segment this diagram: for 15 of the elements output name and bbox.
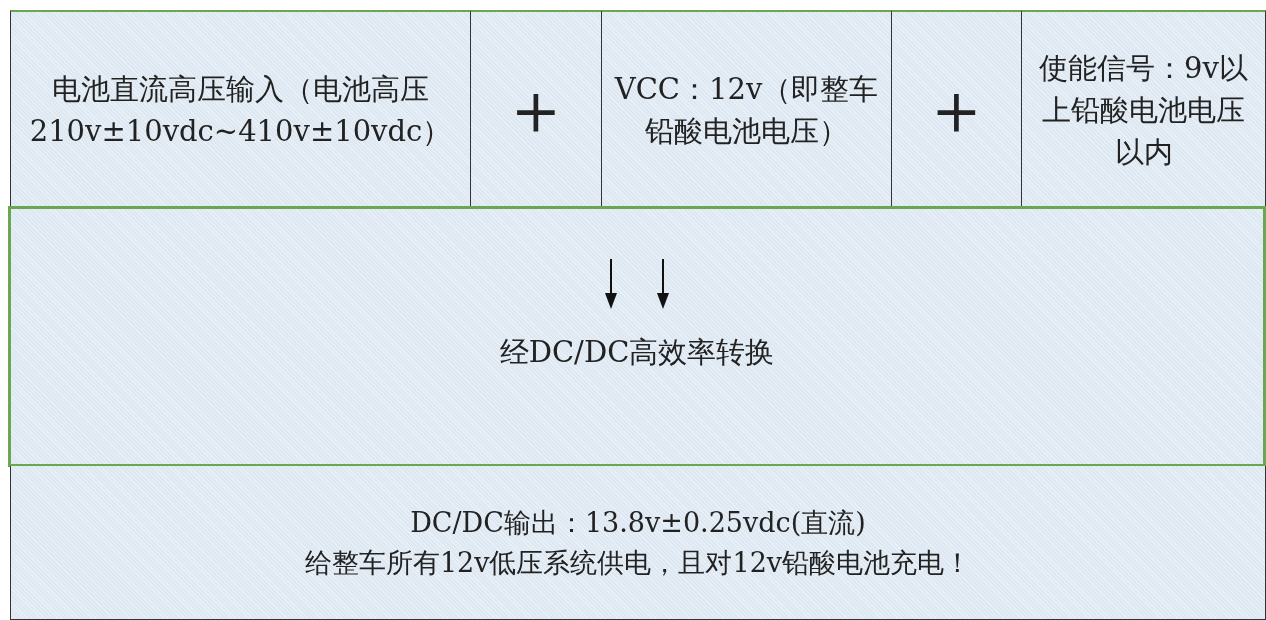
table-cell	[10, 10, 471, 208]
box-text: 给整车所有12v低压系统供电，且对12v铅酸电池充电！	[304, 545, 972, 580]
cell-text: 电池直流高压输入（电池高压210v±10vdc~410v±10vdc）	[28, 71, 453, 150]
box-text: DC/DC输出：13.8v±0.25vdc(直流)	[410, 505, 866, 540]
cell-text: 使能信号：9v以上铅酸电池电压以内	[1038, 50, 1249, 171]
cell-text: VCC：12v（即整车铅酸电池电压）	[613, 71, 880, 150]
table-cell	[891, 10, 1022, 208]
plus-sign: +	[931, 80, 982, 140]
output-box	[10, 466, 1266, 620]
table-cell	[1021, 10, 1266, 208]
box-text: 经DC/DC高效率转换	[499, 334, 775, 371]
process-box	[8, 206, 1266, 467]
table-cell	[601, 10, 892, 208]
plus-sign: +	[510, 80, 562, 140]
table-cell	[470, 10, 602, 208]
